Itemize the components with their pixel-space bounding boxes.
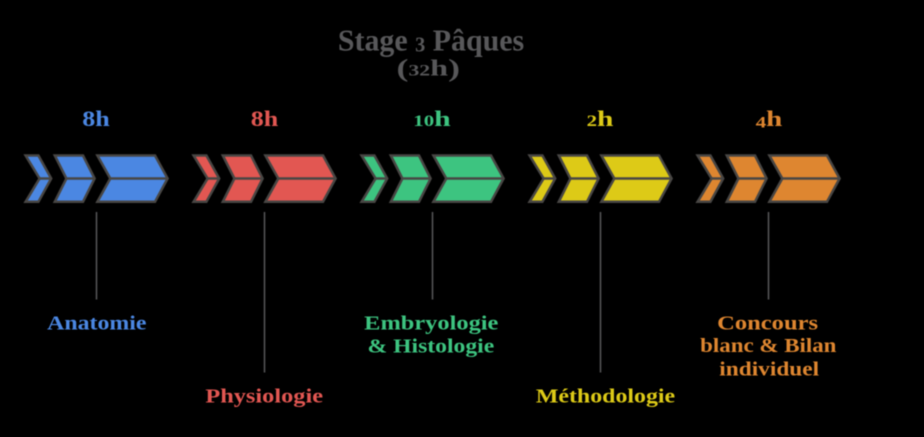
svg-text:8h: 8h [82,106,110,131]
svg-text:Méthodologie: Méthodologie [536,385,675,407]
svg-text:Anatomie: Anatomie [47,312,147,334]
svg-text:Stage 3 Pâques: Stage 3 Pâques [338,23,524,58]
svg-text:blanc & Bilan: blanc & Bilan [700,335,836,357]
svg-text:individuel: individuel [719,359,819,381]
svg-text:8h: 8h [251,106,279,131]
svg-text:Physiologie: Physiologie [205,385,323,407]
svg-text:Embryologie: Embryologie [364,313,498,335]
svg-text:4h: 4h [756,106,783,132]
svg-text:Concours: Concours [717,313,818,335]
svg-text:& Histologie: & Histologie [368,335,495,357]
